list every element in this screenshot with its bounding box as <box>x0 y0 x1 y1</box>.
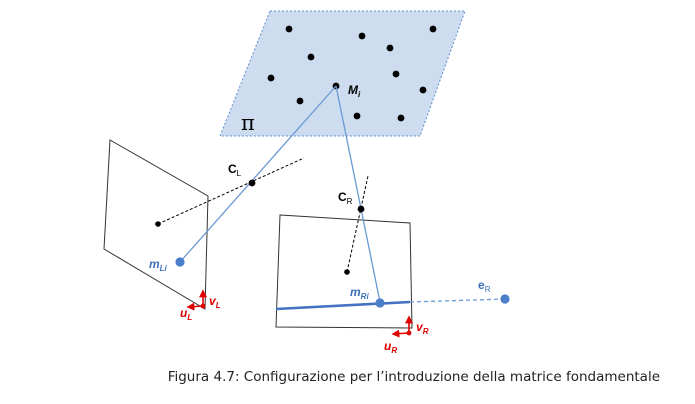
epipolar-line-right <box>275 300 411 311</box>
optical-center-CL <box>248 179 256 187</box>
scene-point <box>267 74 275 82</box>
figure-caption: Figura 4.7: Configurazione per l’introdu… <box>167 369 660 385</box>
ray-left <box>179 85 337 263</box>
label-uL: uL <box>180 306 192 322</box>
optical-axis-left <box>157 157 305 225</box>
scene-point <box>307 53 315 61</box>
scene-point <box>419 86 427 94</box>
scene-point <box>392 70 400 78</box>
point-mLi <box>175 257 185 267</box>
scene-point <box>358 32 366 40</box>
label-mRi: mRi <box>350 285 369 301</box>
left-image-plane <box>103 139 209 310</box>
label-uR: uR <box>384 339 397 355</box>
scene-point <box>429 25 437 33</box>
point-mRi <box>375 298 385 308</box>
label-Mi: Mi <box>348 83 361 99</box>
scene-point <box>353 112 361 120</box>
scene-point <box>285 25 293 33</box>
optical-axis-right <box>346 175 369 273</box>
axis-u-left <box>186 302 204 311</box>
scene-point <box>397 114 405 122</box>
epipolar-line-extension <box>409 298 506 303</box>
right-image-plane <box>275 214 413 329</box>
principal-point-right <box>344 269 350 275</box>
scene-point <box>386 44 394 52</box>
label-pi: π <box>241 111 255 135</box>
scene-point <box>296 97 304 105</box>
label-CR: CR <box>338 190 353 206</box>
label-mLi: mLi <box>149 257 168 273</box>
label-vL: vL <box>209 294 221 310</box>
principal-point-left <box>155 221 161 227</box>
plane-pi <box>219 10 466 137</box>
ray-right <box>335 85 381 303</box>
axis-u-right <box>391 329 410 338</box>
label-CL: CL <box>228 162 242 178</box>
label-eR: eR <box>478 278 491 294</box>
optical-center-CR <box>357 205 365 213</box>
epipole-eR <box>500 294 510 304</box>
label-vR: vR <box>416 320 429 336</box>
